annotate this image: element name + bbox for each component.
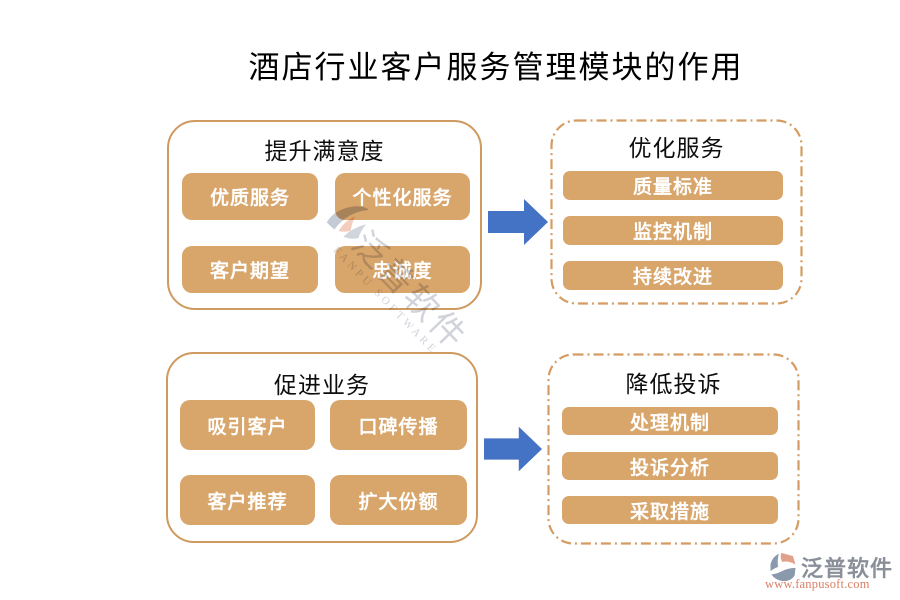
panel-business-title: 促进业务 bbox=[274, 373, 370, 398]
chip-word-of-mouth: 口碑传播 bbox=[330, 400, 467, 450]
fanpu-logo-icon bbox=[770, 552, 796, 582]
panel-complaints-title: 降低投诉 bbox=[625, 372, 722, 397]
chip-loyalty: 忠诚度 bbox=[335, 246, 470, 293]
bar-monitoring-mechanism: 监控机制 bbox=[563, 216, 783, 245]
page-title: 酒店行业客户服务管理模块的作用 bbox=[248, 50, 744, 85]
bar-continuous-improvement: 持续改进 bbox=[563, 261, 783, 290]
chip-attract-customers: 吸引客户 bbox=[180, 400, 315, 450]
panel-optimize: 优化服务 质量标准 监控机制 持续改进 bbox=[550, 119, 803, 305]
bar-take-measures: 采取措施 bbox=[562, 496, 778, 524]
chip-quality-service: 优质服务 bbox=[182, 173, 318, 220]
panel-business: 促进业务 吸引客户 口碑传播 客户推荐 扩大份额 bbox=[166, 352, 478, 543]
arrow-right-icon bbox=[484, 426, 542, 472]
panel-satisfaction-title: 提升满意度 bbox=[264, 139, 385, 164]
bar-handling-mechanism: 处理机制 bbox=[562, 407, 778, 435]
chip-customer-referral: 客户推荐 bbox=[180, 475, 315, 525]
brand-url: www.fanpusoft.com bbox=[765, 577, 870, 591]
footer-brand: 泛普软件 www.fanpusoft.com bbox=[765, 551, 898, 593]
brand-name: 泛普软件 bbox=[801, 556, 894, 581]
chip-expand-share: 扩大份额 bbox=[330, 475, 467, 525]
chip-customer-expectation: 客户期望 bbox=[182, 246, 318, 293]
panel-optimize-title: 优化服务 bbox=[628, 136, 725, 161]
chip-personalized-service: 个性化服务 bbox=[335, 173, 470, 220]
panel-complaints: 降低投诉 处理机制 投诉分析 采取措施 bbox=[547, 353, 800, 545]
arrow-right-icon bbox=[488, 199, 548, 245]
bar-complaint-analysis: 投诉分析 bbox=[562, 452, 778, 480]
bar-quality-standard: 质量标准 bbox=[563, 171, 783, 200]
panel-satisfaction: 提升满意度 优质服务 个性化服务 客户期望 忠诚度 bbox=[167, 120, 482, 310]
